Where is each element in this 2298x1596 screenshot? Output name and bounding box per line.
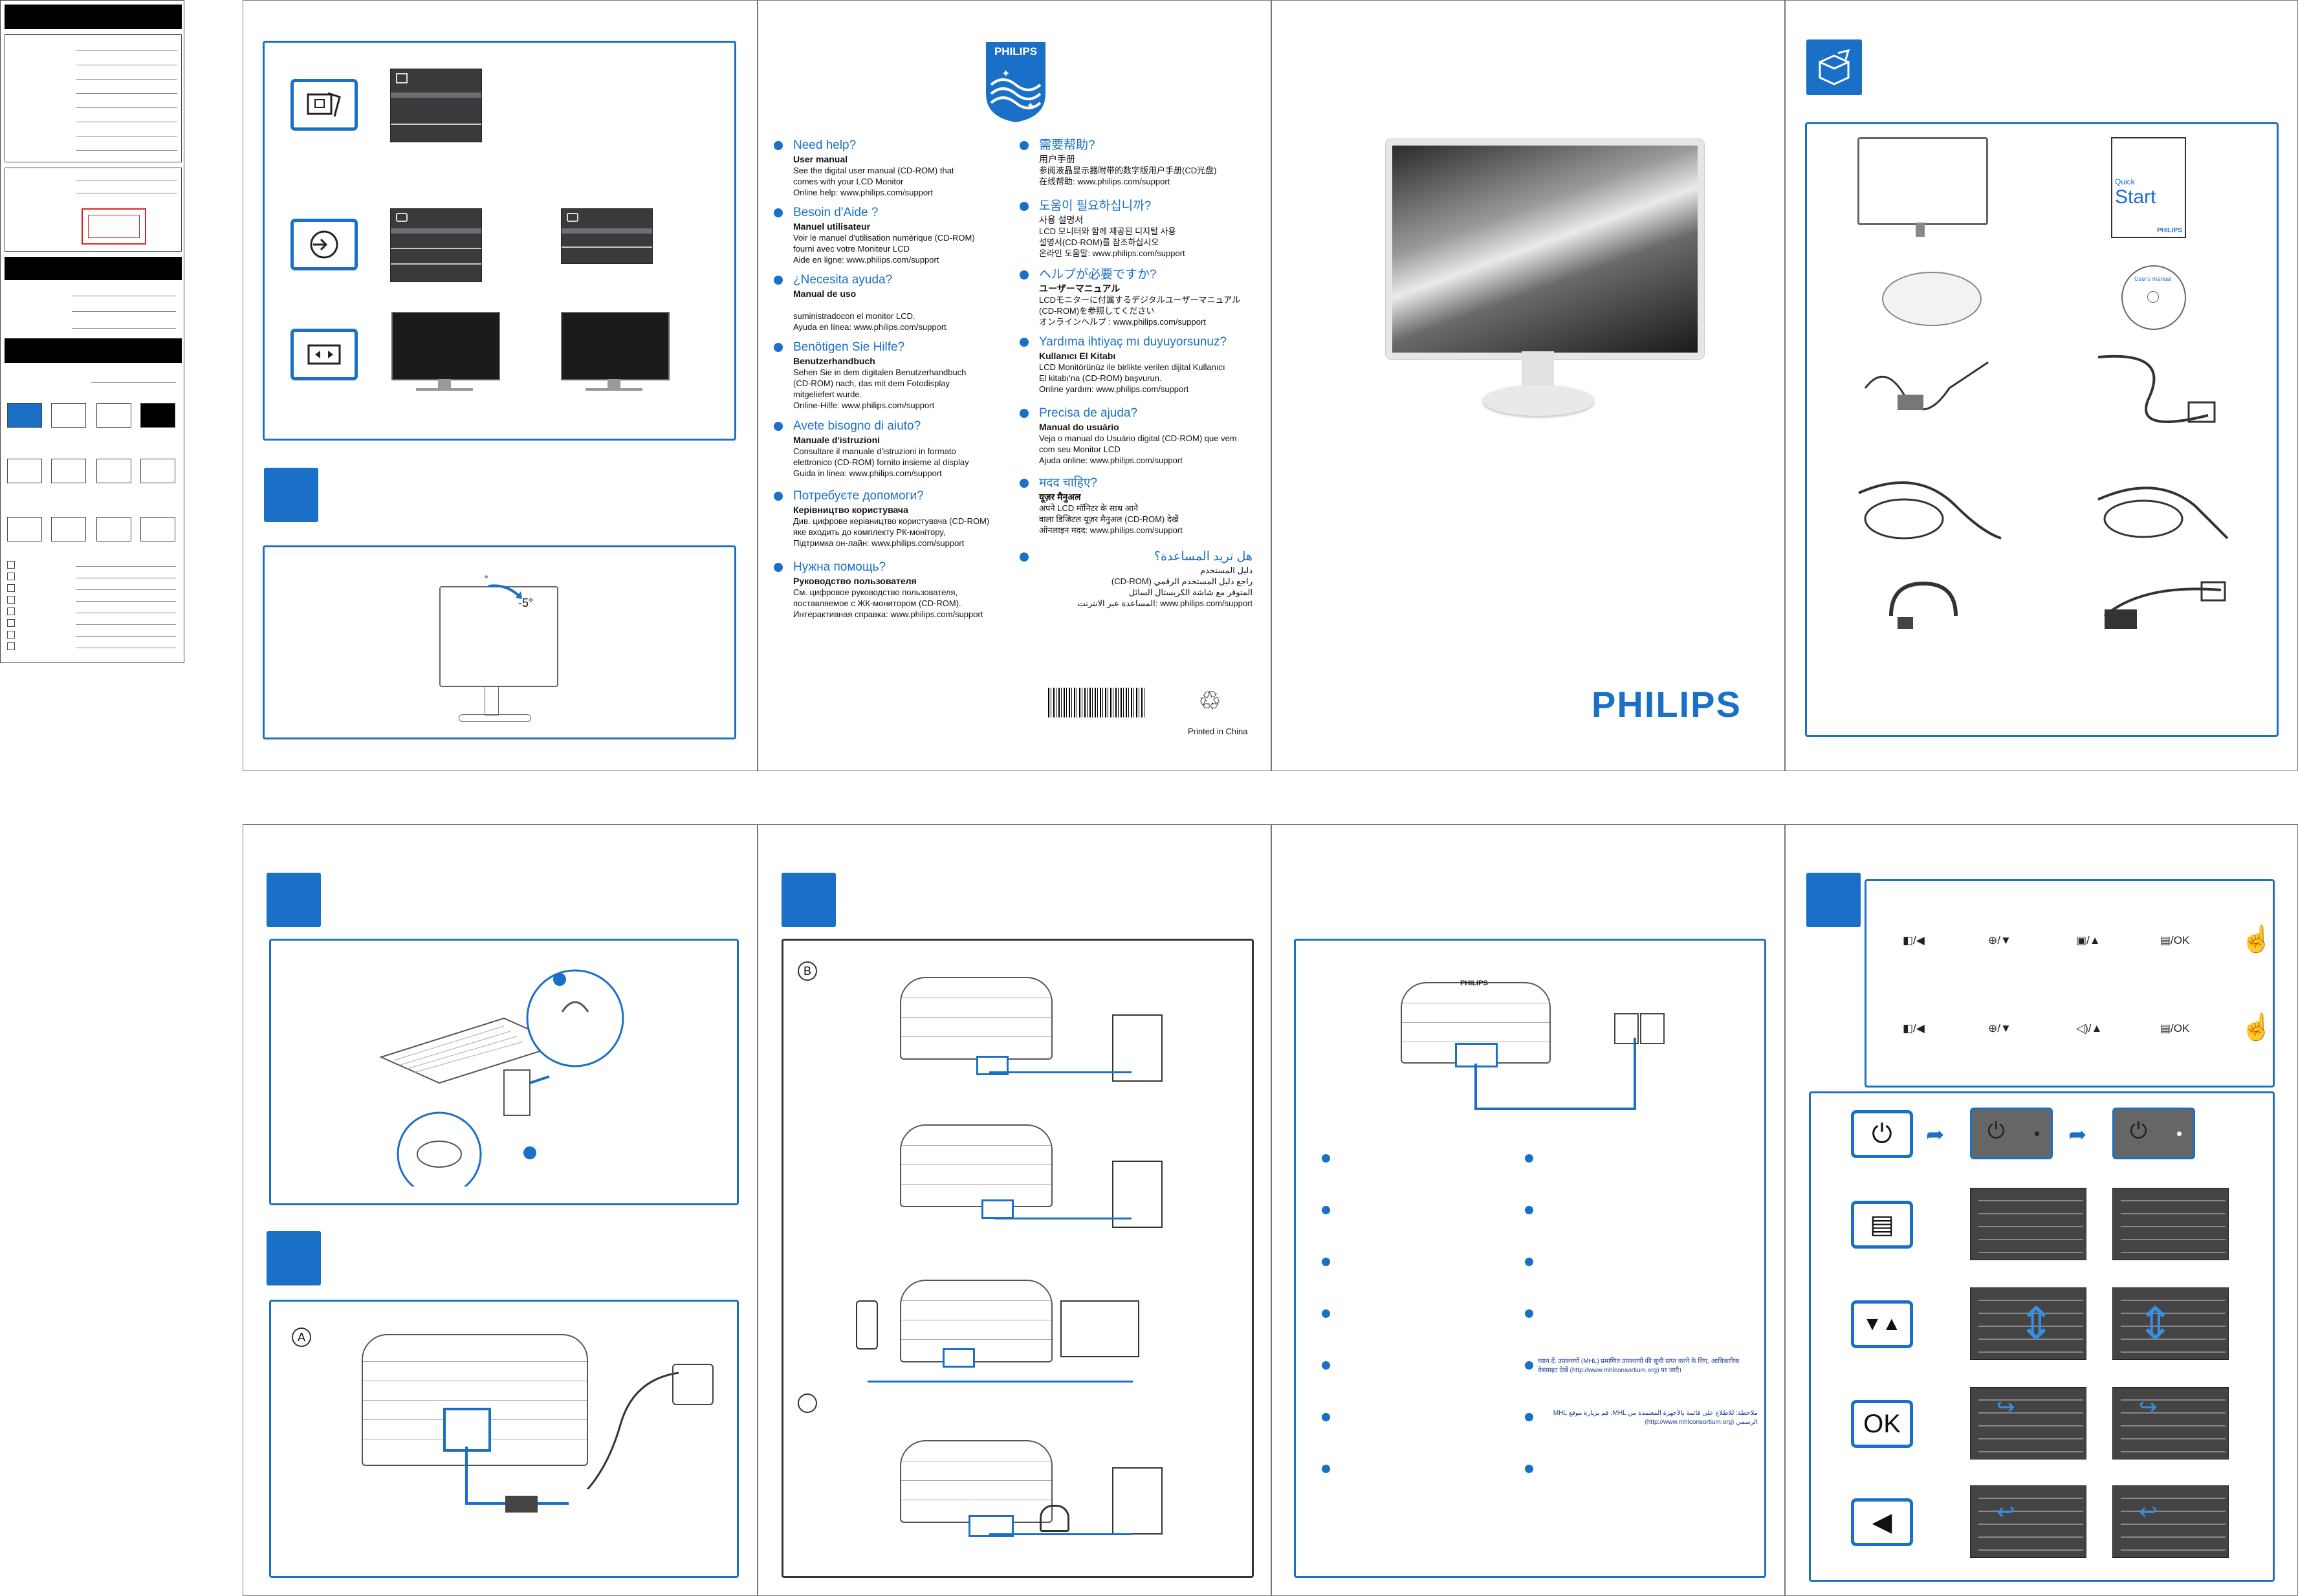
osd-guide-frame: ⏻ ➦ ⏻ ➦ ⏻ ▤ ▼▲ ⇕ ⇕ OK ↪ ↪ ◀ ↩ ↩ [1809, 1091, 2275, 1582]
wall-outlet [672, 1364, 714, 1405]
swatch-black [140, 403, 175, 428]
aspect-button-icon [290, 329, 358, 380]
up-down-button-icon: ▼▲ [1851, 1300, 1913, 1348]
item-cd: User's manual [2121, 265, 2186, 330]
form-bar-3 [5, 338, 182, 363]
recycle-icon: ♲ [1198, 687, 1221, 716]
smartimage-button-icon [290, 79, 358, 131]
philips-shield-logo: PHILIPS ✦ ✦ [983, 39, 1048, 125]
power-led-on: ⏻ [2112, 1108, 2195, 1159]
panel-shortcuts: ° -5° [243, 0, 758, 771]
connections-frame: B [782, 939, 1254, 1578]
item-cable-tie [1889, 581, 1958, 629]
speaker-left [1614, 1013, 1639, 1044]
pc-tower [1112, 1014, 1163, 1082]
base-install-illustration [379, 969, 624, 1186]
item-quick-start: Quick Start PHILIPS [2111, 137, 2186, 238]
phone [856, 1300, 878, 1350]
panel-cover: PHILIPS [1271, 0, 1785, 771]
tilt-frame: ° -5° [263, 545, 736, 739]
input-osd-1 [390, 208, 482, 282]
button-smartimage[interactable]: ◧/◀ [1903, 934, 1925, 946]
panel-connections: B [758, 824, 1271, 1596]
power-frame: A [269, 1300, 739, 1578]
headphones-icon [1040, 1505, 1069, 1532]
aspect-monitor-1 [391, 312, 500, 380]
printed-in: Printed in China [1188, 727, 1248, 736]
svg-text:✦: ✦ [1001, 69, 1010, 80]
buttons-frame: ◧/◀ ⊕/▼ ▣/▲ ▤/OK ☝ ◧/◀ ⊕/▼ ◁)/▲ ▤/OK ☝ [1865, 879, 2275, 1088]
barcode [1048, 688, 1146, 717]
item-dvi-cable [2103, 581, 2226, 629]
circle-label-c [798, 1394, 817, 1413]
mhl-note-hindi: ध्यान दें: उपकरणों (MHL) प्रमाणित उपकरणो… [1538, 1358, 1740, 1374]
circle-label-b: B [798, 961, 817, 981]
button-aspect[interactable]: ▣/▲ [2076, 934, 2101, 946]
brand-logo: PHILIPS [1592, 684, 1742, 725]
button-volume[interactable]: ◁)/▲ [2076, 1022, 2103, 1034]
power-led-off: ⏻ [1970, 1108, 2053, 1159]
smartimage-osd [390, 69, 482, 142]
mhl-note-arabic: ملاحظة: للاطلاع على قائمة بالأجهزة المعت… [1553, 1410, 1758, 1426]
power-touch-icon[interactable]: ☝ [2240, 925, 2273, 954]
item-power-adapter [1864, 361, 1989, 411]
side-form-strip [0, 0, 184, 663]
swatch-empty [96, 403, 131, 428]
svg-text:✦: ✦ [1026, 101, 1034, 112]
tilt-angle-label: -5° [518, 596, 534, 609]
panel-box-contents: Quick Start PHILIPS User's manual [1785, 0, 2298, 771]
ok-button-icon: OK [1851, 1400, 1913, 1448]
step-badge [267, 873, 321, 927]
audio-frame: PHILIPS ध्यान दें: उपकरणों (MHL) प्रमाणि… [1294, 939, 1766, 1578]
contents-frame: Quick Start PHILIPS User's manual [1805, 122, 2279, 737]
panel-audio: PHILIPS ध्यान दें: उपकरणों (MHL) प्रमाणि… [1271, 824, 1785, 1596]
speaker-right [1640, 1013, 1665, 1044]
form-header-bar [5, 5, 182, 29]
aspect-monitor-2 [561, 312, 670, 380]
form-bar-2 [5, 257, 182, 280]
panel-controls: ◧/◀ ⊕/▼ ▣/▲ ▤/OK ☝ ◧/◀ ⊕/▼ ◁)/▲ ▤/OK ☝ ⏻… [1785, 824, 2298, 1596]
button-input[interactable]: ⊕/▼ [1988, 934, 2011, 946]
panel-install: A [243, 824, 758, 1596]
item-monitor [1857, 137, 1988, 225]
button-smartimage-2[interactable]: ◧/◀ [1903, 1022, 1925, 1034]
button-input-2[interactable]: ⊕/▼ [1988, 1022, 2011, 1034]
step-badge [267, 1231, 321, 1285]
swatch-empty [51, 403, 86, 428]
step-badge [1806, 873, 1861, 927]
step-badge [782, 873, 836, 927]
form-box-2 [5, 168, 182, 252]
back-button-icon: ◀ [1851, 1498, 1913, 1546]
base-install-frame [269, 939, 739, 1205]
item-audio-cable [1858, 481, 2002, 540]
box-icon [1806, 39, 1862, 95]
input-osd-2 [561, 208, 653, 264]
item-vga-cable [2097, 355, 2216, 423]
button-menu-ok-2[interactable]: ▤/OK [2160, 1022, 2190, 1034]
help-heading: Need help? [793, 138, 857, 152]
item-base [1882, 272, 1982, 326]
menu-button-icon: ▤ [1851, 1201, 1913, 1249]
svg-text:PHILIPS: PHILIPS [994, 45, 1037, 58]
form-box-1 [5, 34, 182, 162]
button-menu-ok[interactable]: ▤/OK [2160, 934, 2190, 946]
power-touch-icon[interactable]: ☝ [2240, 1013, 2273, 1042]
input-button-icon [290, 219, 358, 270]
power-button-icon: ⏻ [1851, 1110, 1913, 1158]
osd-menu-preview [1970, 1188, 2086, 1260]
step-badge [264, 468, 318, 522]
shortcut-frame [263, 41, 736, 441]
circle-label-a: A [292, 1328, 311, 1347]
item-hdmi-cable [2097, 486, 2229, 540]
monitor-photo [1386, 139, 1704, 359]
swatch-blue [7, 403, 42, 428]
